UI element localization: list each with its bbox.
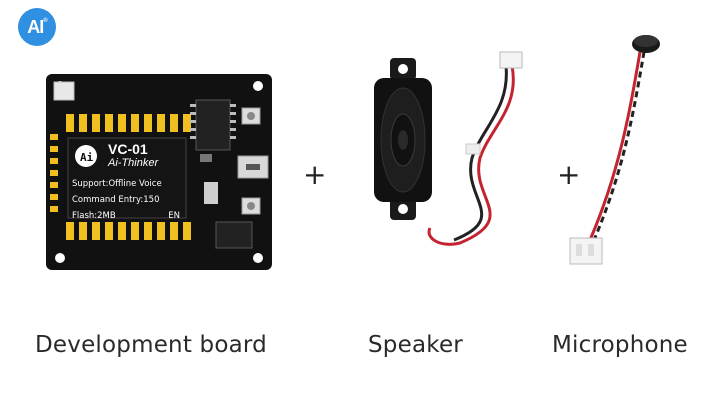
region-code: EN <box>168 211 180 221</box>
svg-text:Ai: Ai <box>80 151 94 164</box>
caption-speaker: Speaker <box>368 332 463 358</box>
caption-development-board: Development board <box>35 332 267 358</box>
brand-logo-text: AI <box>27 16 44 37</box>
module-brand: Ai-Thinker <box>108 157 159 169</box>
command-line: Command Entry:150 <box>72 195 160 205</box>
plus-sign-1: + <box>303 158 327 191</box>
flash-line: Flash:2MB <box>72 211 116 221</box>
module-name: VC-01 <box>108 141 148 157</box>
speaker-image <box>374 51 523 246</box>
caption-microphone: Microphone <box>552 332 688 358</box>
development-board-image: Ai <box>46 74 272 270</box>
flash-row: Flash:2MB EN <box>72 208 180 224</box>
brand-logo: AI® <box>18 8 56 46</box>
module-label: VC-01 Ai-Thinker <box>108 142 158 170</box>
plus-sign-2: + <box>557 158 581 191</box>
support-line: Support:Offline Voice <box>72 179 162 189</box>
microphone-image <box>569 35 660 265</box>
module-specs: Support:Offline Voice Command Entry:150 … <box>72 176 180 224</box>
brand-logo-mark: ® <box>43 18 48 24</box>
